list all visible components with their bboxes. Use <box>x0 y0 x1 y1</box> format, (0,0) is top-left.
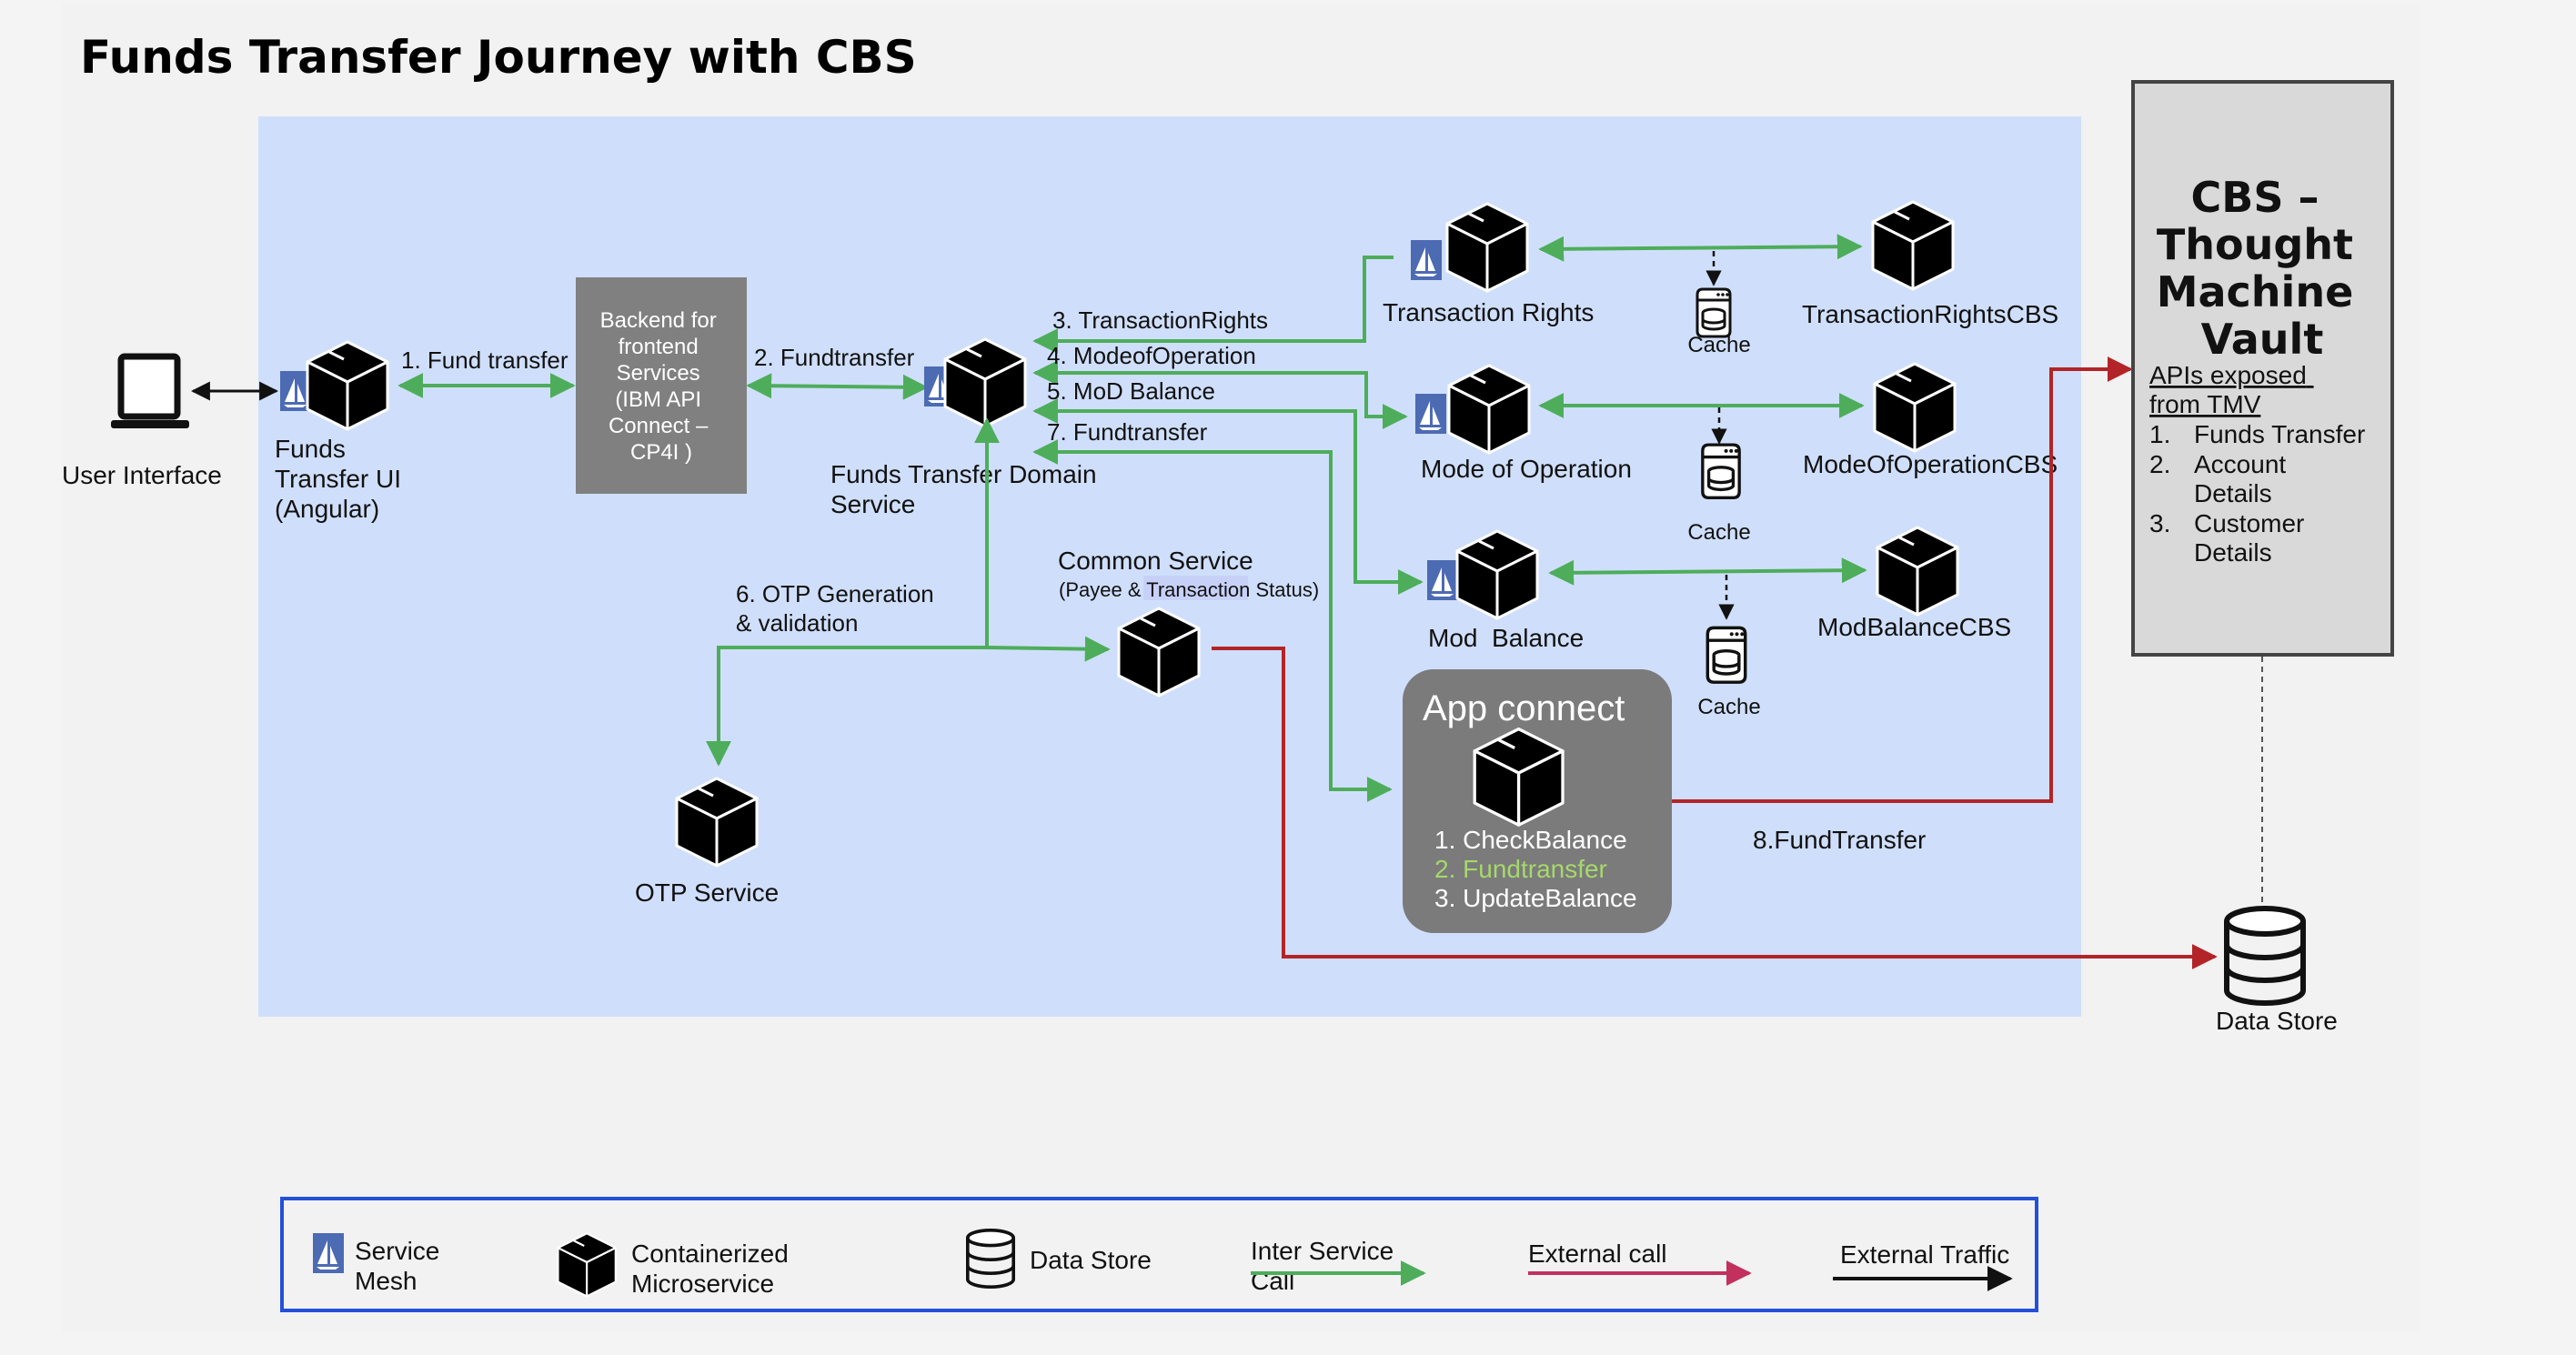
funds-transfer-ui-label: Funds Transfer UI (Angular) <box>275 435 408 523</box>
cache-label: Cache <box>1687 333 1750 357</box>
container-cube-icon <box>1117 607 1201 698</box>
flow-arrow-transaction-rights <box>1032 256 1394 354</box>
otp-service-label: OTP Service <box>635 878 779 907</box>
service-mesh-icon <box>1427 560 1458 600</box>
flow-arrow-mb-cbs <box>1548 557 1867 586</box>
mod-balance-label: Mod Balance <box>1428 624 1584 652</box>
laptop-icon <box>111 353 189 428</box>
page-title: Funds Transfer Journey with CBS <box>80 31 917 84</box>
cache-icon <box>1701 443 1741 500</box>
service-mesh-icon <box>1415 394 1446 434</box>
container-cube-icon <box>1445 202 1529 293</box>
legend-inter-service: Inter Service Call <box>1251 1237 1401 1295</box>
container-cube-icon <box>557 1232 617 1298</box>
container-cube-icon <box>1447 364 1531 455</box>
flow-label-fundtransfer-7: 7. Fundtransfer <box>1047 418 1208 446</box>
flow-arrow-otp <box>706 646 987 767</box>
flow-label-fund-transfer: 1. Fund transfer <box>401 346 569 374</box>
service-mesh-icon <box>1411 240 1442 280</box>
flow-label-otp: 6. OTP Generation & validation <box>736 580 941 637</box>
container-cube-icon <box>1871 200 1955 291</box>
user-interface-label: User Interface <box>62 461 222 489</box>
cbs-apis-heading: APIs exposed from TMV <box>2149 361 2314 418</box>
flow-label-transaction-rights: 3. TransactionRights <box>1052 306 1268 334</box>
flow-arrow-common-service <box>986 636 1111 662</box>
flow-arrow-fundtransfer-7 <box>1032 439 1393 802</box>
cbs-vault-title: CBS – Thought Machine Vault <box>2157 173 2369 364</box>
external-call-arrow-cbs <box>1672 356 2133 803</box>
app-connect-title: App connect <box>1423 688 1625 728</box>
tr-cbs-label: TransactionRightsCBS <box>1802 300 2058 328</box>
cache-label: Cache <box>1697 695 1760 719</box>
flow-label-fundtransfer-8: 8.FundTransfer <box>1753 826 1926 854</box>
flow-label-mod-balance: 5. MoD Balance <box>1047 377 1215 405</box>
legend-service-mesh: Service Mesh <box>355 1237 447 1295</box>
container-cube-icon <box>675 777 759 868</box>
container-cube-icon <box>1455 529 1539 620</box>
cache-icon <box>1706 626 1747 684</box>
app-connect-list: 1. CheckBalance 2. Fundtransfer 3. Updat… <box>1434 826 1637 912</box>
container-cube-icon <box>306 340 389 431</box>
container-cube-icon <box>1873 362 1957 453</box>
transaction-rights-label: Transaction Rights <box>1383 298 1594 326</box>
text-highlight <box>1143 576 1248 600</box>
cache-label: Cache <box>1687 520 1750 545</box>
flow-arrow-fundtransfer <box>746 373 929 400</box>
legend-box <box>280 1197 2038 1312</box>
container-cube-icon <box>943 337 1027 428</box>
bff-label: Backend for frontend Services (IBM API C… <box>600 308 723 465</box>
data-store-label: Data Store <box>2216 1007 2338 1035</box>
container-cube-icon <box>1473 727 1565 827</box>
flow-label-mode-of-operation: 4. ModeofOperation <box>1047 342 1256 369</box>
common-service-sublabel: (Payee & Transaction Status) <box>1059 578 1319 601</box>
mb-cbs-label: ModBalanceCBS <box>1817 613 2011 641</box>
moo-cbs-label: ModeOfOperationCBS <box>1803 450 2058 478</box>
legend-external-call: External call <box>1528 1240 1667 1268</box>
legend-data-store: Data Store <box>1030 1246 1152 1274</box>
cache-icon <box>1696 287 1732 338</box>
cbs-apis-list: 1. Funds Transfer 2. Account Details 3. … <box>2149 420 2372 567</box>
service-mesh-icon <box>313 1233 344 1273</box>
external-call-arrow-datastore <box>1212 647 2218 969</box>
bff-box <box>576 277 747 494</box>
flow-label-fundtransfer: 2. Fundtransfer <box>754 344 915 371</box>
cbs-vault-box <box>2131 80 2394 657</box>
legend-external-traffic: External Traffic <box>1840 1240 2009 1269</box>
flow-arrow-tr-cbs <box>1538 234 1863 262</box>
container-cube-icon <box>1876 526 1959 617</box>
legend-containerized: Containerized Microservice <box>631 1240 796 1298</box>
common-service-label: Common Service <box>1058 547 1253 575</box>
mode-of-operation-label: Mode of Operation <box>1421 455 1632 483</box>
